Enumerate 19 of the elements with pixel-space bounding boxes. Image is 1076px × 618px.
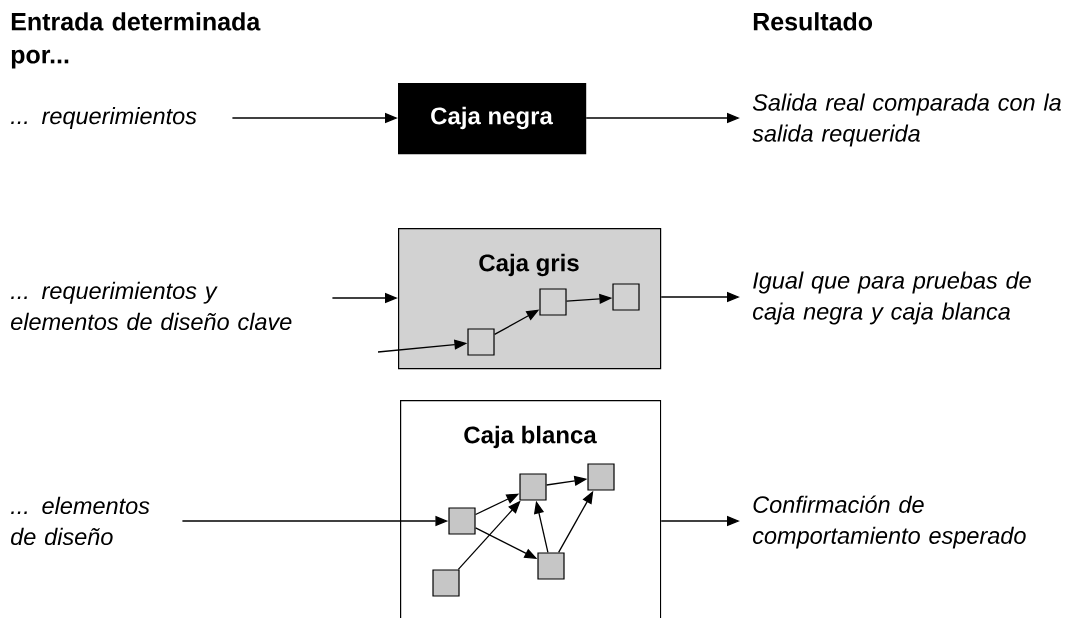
small-square bbox=[612, 283, 640, 311]
small-square bbox=[537, 552, 565, 580]
heading: Entrada determinada por... bbox=[11, 12, 261, 69]
heading: Resultado bbox=[753, 12, 873, 31]
result-text: Salida real comparada con la salida requerida bbox=[752, 93, 1061, 147]
small-square bbox=[539, 288, 567, 316]
test-box: Caja negra bbox=[398, 83, 587, 155]
result-text: Confirmación de comportamiento esperado bbox=[752, 495, 1026, 549]
small-square bbox=[432, 569, 460, 597]
result-text: Igual que para pruebas de caja negra y caja blanca bbox=[752, 271, 1031, 325]
small-square bbox=[448, 507, 476, 535]
input-text: ... requerimientos bbox=[11, 107, 197, 129]
small-square bbox=[587, 463, 615, 491]
small-square bbox=[467, 328, 495, 356]
test-box: Caja blanca bbox=[400, 400, 662, 618]
test-box: Caja gris bbox=[398, 228, 662, 370]
input-text: ... requerimientos y elementos de diseño clave bbox=[11, 281, 292, 331]
input-text: ... elementos de diseño bbox=[11, 496, 150, 546]
small-square bbox=[519, 473, 547, 501]
